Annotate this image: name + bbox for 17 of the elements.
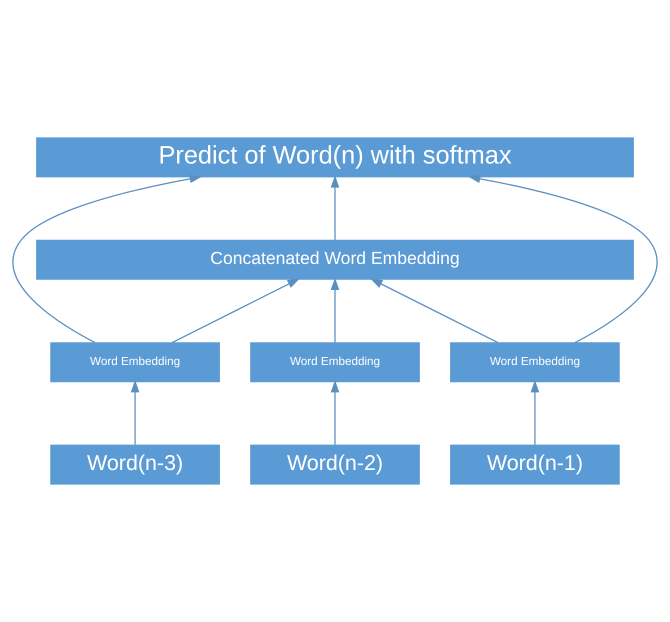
arrow [530, 380, 540, 445]
node-box: Word(n-3) [50, 444, 220, 485]
node-box: Concatenated Word Embedding [36, 240, 634, 280]
arrow [330, 380, 340, 445]
arrow [12, 174, 202, 344]
arrow [370, 278, 498, 344]
arrow [330, 278, 340, 342]
node-box: Word(n-2) [250, 444, 420, 485]
node-box: Word Embedding [450, 342, 620, 382]
node-box: Word Embedding [50, 342, 220, 382]
node-box: Word(n-1) [450, 444, 620, 485]
node-box: Predict of Word(n) with softmax [36, 137, 634, 178]
arrow [130, 380, 140, 445]
node-box: Word Embedding [250, 342, 420, 382]
arrow [172, 278, 300, 344]
arrow [330, 175, 340, 240]
arrow [468, 174, 658, 344]
